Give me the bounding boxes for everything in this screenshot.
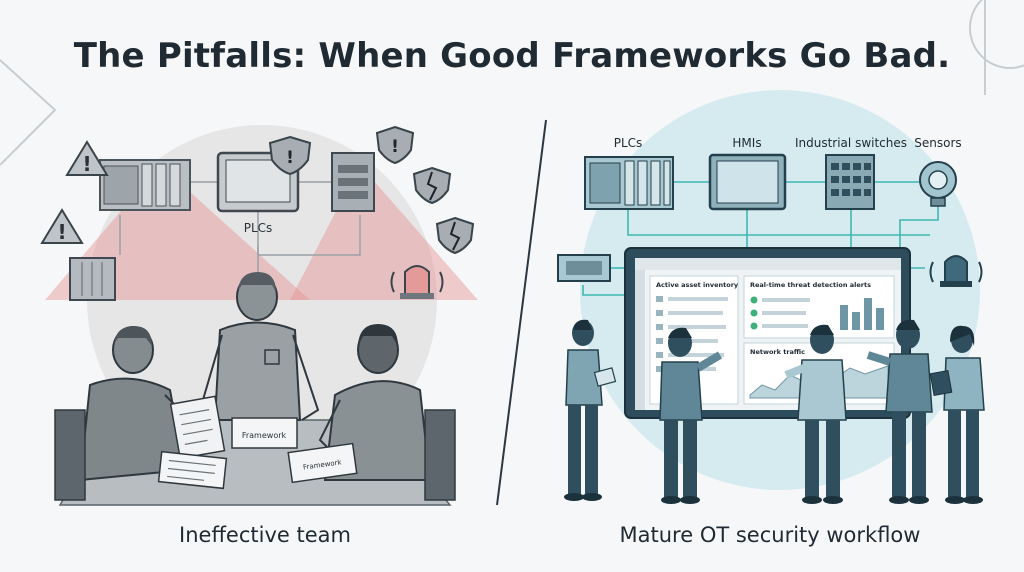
hmi-screen-right	[708, 153, 787, 211]
svg-text:!: !	[57, 220, 66, 244]
alert-beam-right	[290, 165, 478, 300]
plc-module-small-left	[69, 257, 116, 301]
warning-icon: !	[40, 208, 84, 244]
alarm-siren-icon	[390, 265, 444, 299]
warning-icon: !	[65, 140, 109, 176]
panel-title-network-traffic: Network traffic	[750, 348, 805, 356]
caption-mature-workflow: Mature OT security workflow	[619, 523, 921, 547]
right-panel: PLCs HMIs Industrial switches Sensors	[557, 90, 985, 504]
plc-label-left: PLCs	[244, 221, 273, 235]
plc-rack-right	[584, 156, 674, 210]
team-member-5	[929, 325, 985, 504]
svg-text:!: !	[286, 148, 294, 168]
person-seated-left	[54, 326, 206, 501]
svg-text:!: !	[82, 152, 91, 176]
left-connection-lines	[119, 181, 361, 275]
plc-rack-left	[99, 159, 191, 211]
device-label-plcs: PLCs	[614, 136, 643, 150]
device-label-hmis: HMIs	[732, 136, 761, 150]
panel-divider	[496, 119, 547, 506]
page-title: The Pitfalls: When Good Frameworks Go Ba…	[73, 36, 951, 76]
framework-document-2: Framework	[287, 442, 358, 484]
framework-document: Framework	[231, 417, 298, 449]
device-label-switches: Industrial switches	[795, 136, 907, 150]
team-member-1	[564, 319, 617, 501]
right-connection-lines	[582, 181, 939, 296]
industrial-switch-left	[331, 152, 375, 212]
decor-left-chevron	[0, 59, 57, 166]
checklist-document	[157, 450, 228, 490]
device-label-sensors: Sensors	[914, 136, 961, 150]
svg-text:Framework: Framework	[242, 431, 287, 440]
sensor-camera-icon	[919, 161, 957, 207]
team-member-2	[659, 327, 723, 504]
alarm-siren-icon	[929, 255, 983, 287]
team-member-4	[866, 319, 933, 504]
broken-shield-icon	[435, 216, 475, 255]
panel-title-threat-alerts: Real-time threat detection alerts	[750, 281, 871, 289]
industrial-switch-right	[825, 154, 875, 210]
clipboard-document	[169, 395, 226, 460]
person-standing-center	[198, 272, 320, 421]
left-panel: ! ! ! !	[40, 125, 478, 506]
panel-title-asset-inventory: Active asset inventory	[656, 281, 739, 289]
shield-warning-icon: !	[268, 135, 312, 176]
shield-warning-icon: !	[375, 125, 415, 165]
gateway-device-icon	[557, 254, 611, 282]
decor-top-right-circle	[969, 0, 1024, 95]
broken-shield-icon	[412, 166, 452, 205]
team-member-3	[784, 324, 847, 504]
caption-ineffective-team: Ineffective team	[179, 523, 351, 547]
svg-text:!: !	[391, 137, 399, 157]
